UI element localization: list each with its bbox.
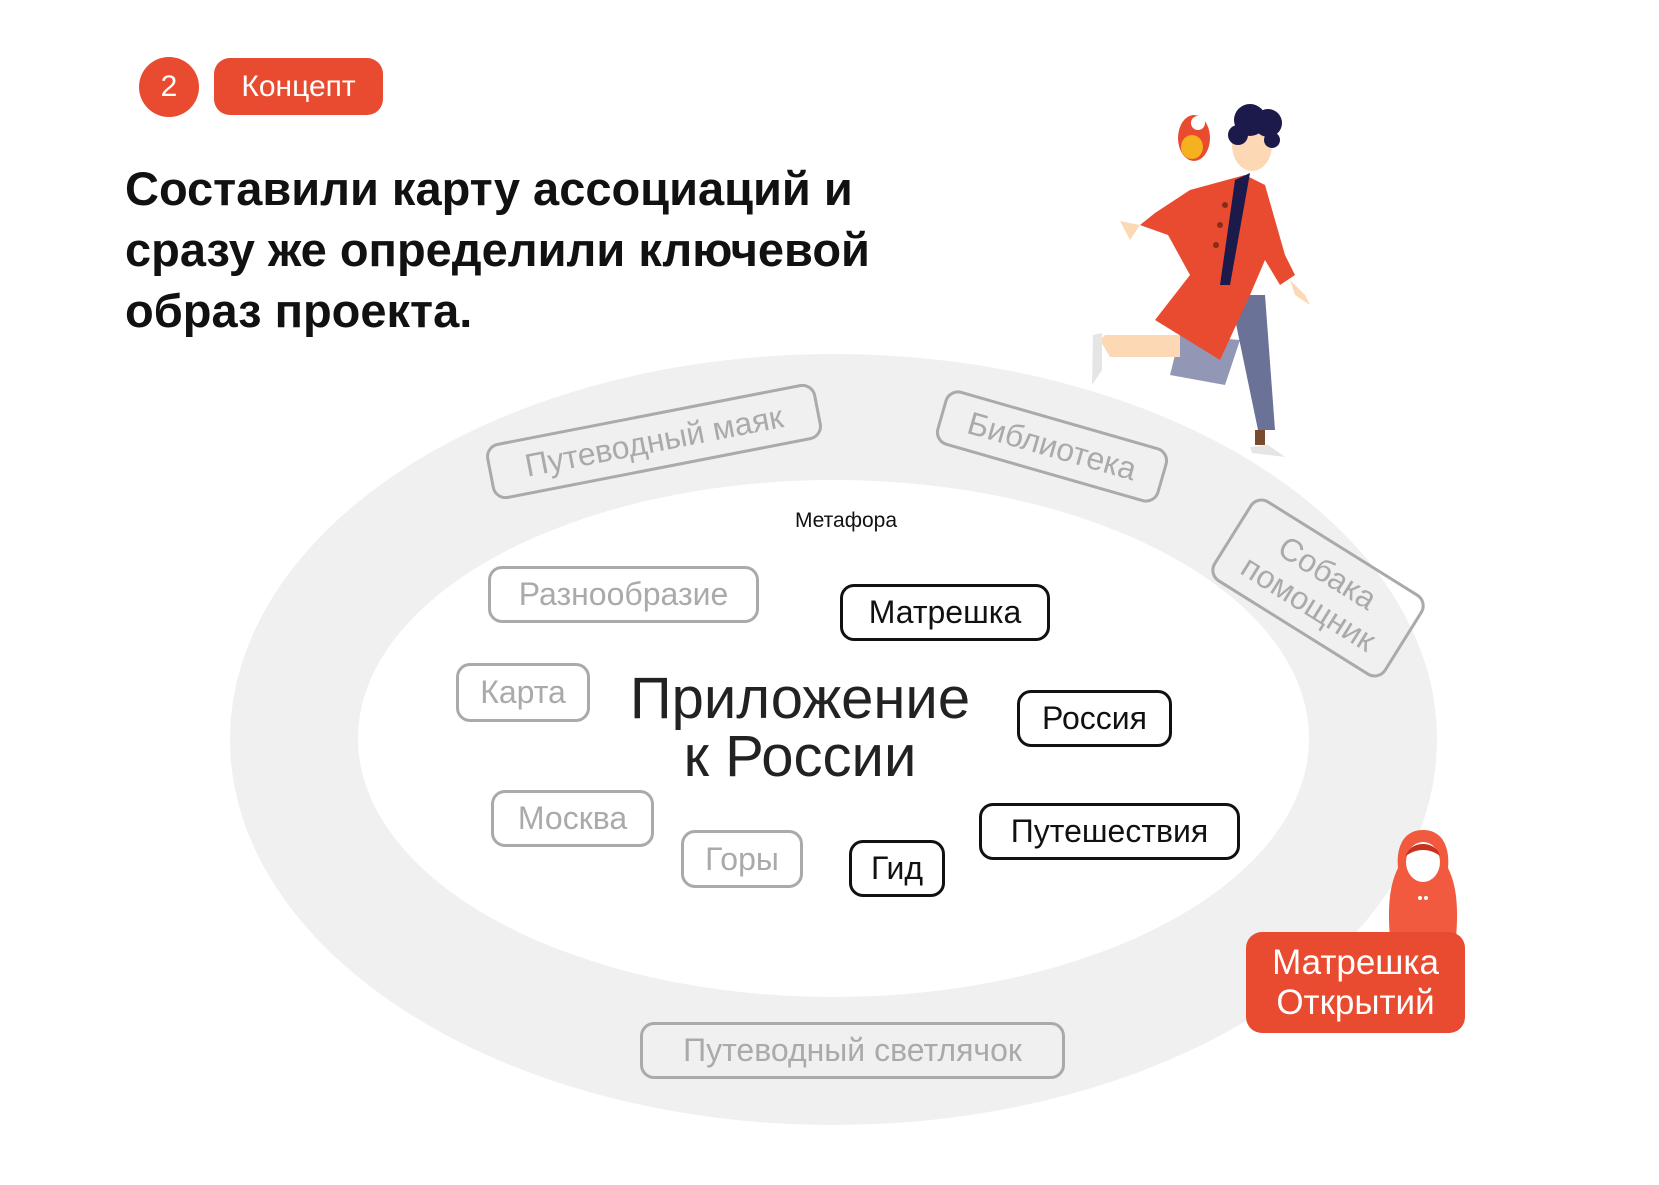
tag-matryoshka: Матрешка xyxy=(840,584,1050,641)
running-person-illustration xyxy=(1092,104,1310,457)
central-concept: Приложение к России xyxy=(580,670,1020,786)
tag-mountains: Горы xyxy=(681,830,803,888)
key-image-badge: Матрешка Открытий xyxy=(1246,932,1465,1033)
step-number-badge: 2 xyxy=(139,57,199,117)
key-image-line: Матрешка xyxy=(1272,942,1439,982)
tag-russia: Россия xyxy=(1017,690,1172,747)
matryoshka-icon xyxy=(1388,830,1458,938)
central-concept-line: к России xyxy=(683,724,917,789)
tag-guiding-firefly: Путеводный светлячок xyxy=(640,1022,1065,1079)
tag-map: Карта xyxy=(456,663,590,722)
title-line: Составили карту ассоциаций и xyxy=(125,162,853,215)
page-title: Составили карту ассоциаций и сразу же оп… xyxy=(125,158,1025,341)
central-concept-line: Приложение xyxy=(629,666,971,731)
key-image-line: Открытий xyxy=(1276,982,1435,1022)
tag-travel: Путешествия xyxy=(979,803,1240,860)
section-label-badge: Концепт xyxy=(214,58,383,115)
title-line: сразу же определили ключевой xyxy=(125,223,870,276)
tag-moscow: Москва xyxy=(491,790,654,847)
tag-diversity: Разнообразие xyxy=(488,566,759,623)
tag-guide: Гид xyxy=(849,840,945,897)
metaphor-label: Метафора xyxy=(794,509,898,532)
title-line: образ проекта. xyxy=(125,284,473,337)
